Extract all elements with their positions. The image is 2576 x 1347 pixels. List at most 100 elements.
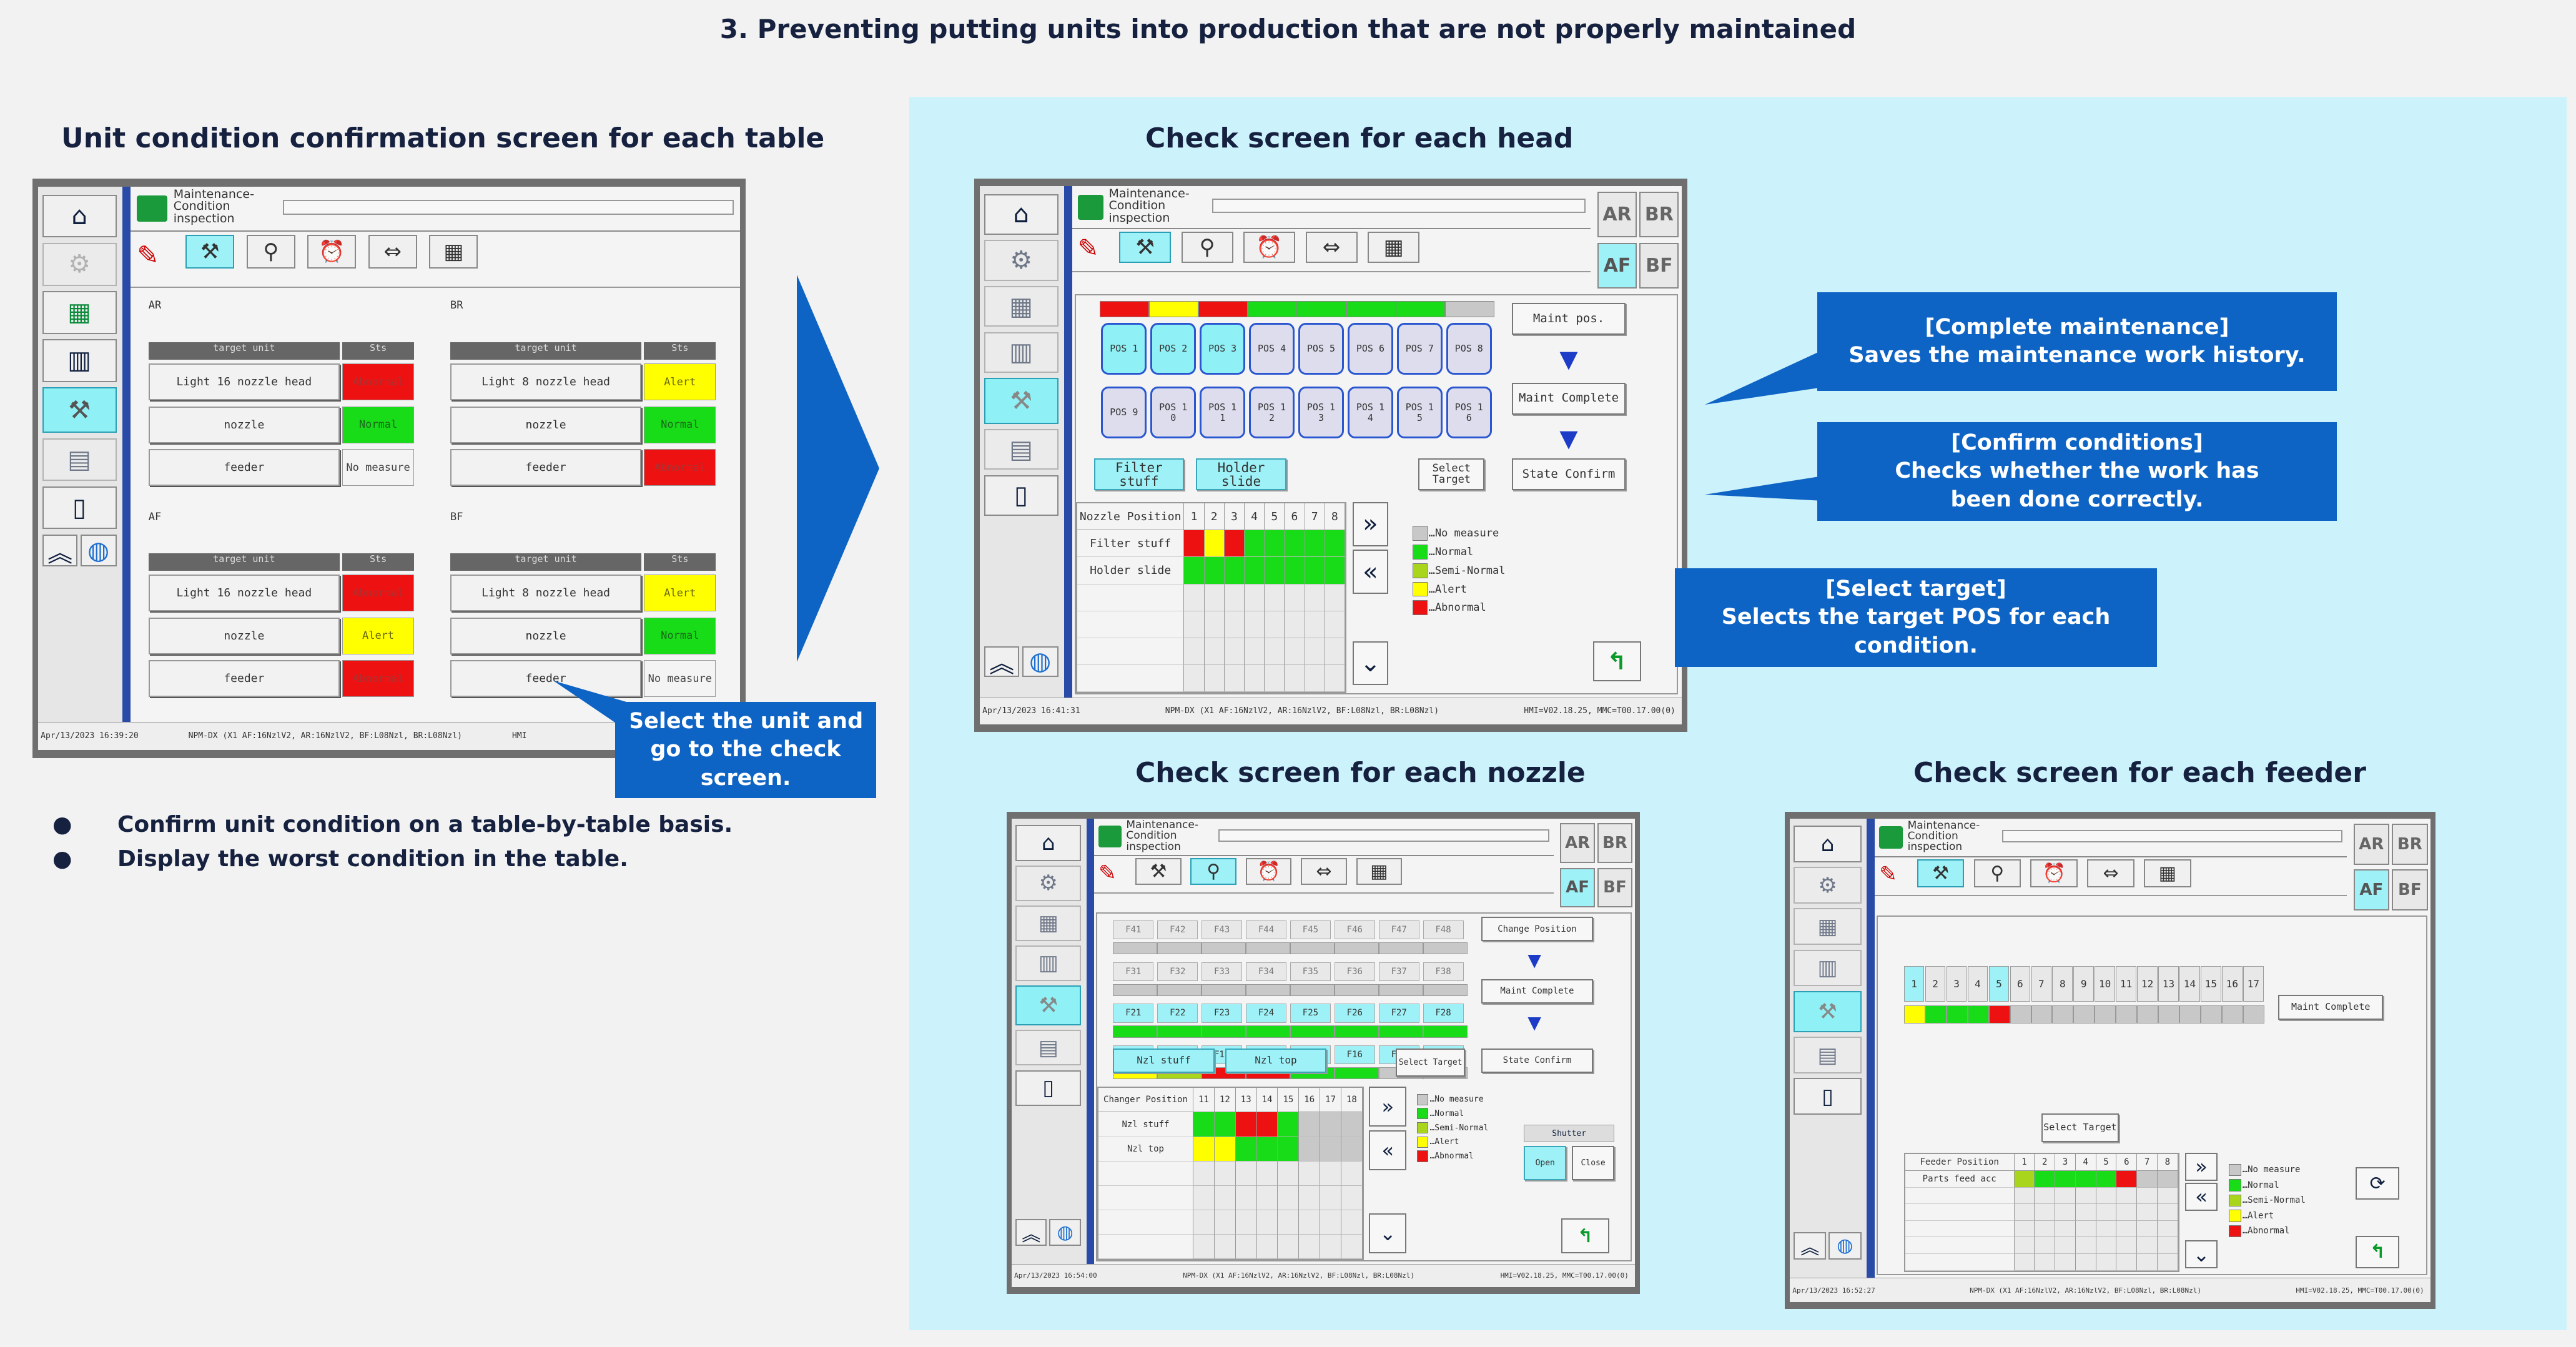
feeder-slot-button[interactable]: 16 [2222, 965, 2243, 1002]
grid-cell[interactable] [1285, 557, 1305, 585]
shutter-close-button[interactable]: Close [1571, 1145, 1615, 1181]
grid-cell[interactable] [1193, 1112, 1215, 1137]
nozzle-slot-button[interactable]: F45 [1290, 920, 1331, 940]
grid-cell[interactable] [2035, 1220, 2056, 1238]
grid-cell[interactable] [1305, 584, 1325, 611]
grid-cell[interactable] [1305, 530, 1325, 558]
grid-cell[interactable] [1256, 1112, 1278, 1137]
feeder-slot-button[interactable]: 7 [2031, 965, 2052, 1002]
state-confirm-button[interactable]: State Confirm [1481, 1048, 1594, 1073]
grid-cell[interactable] [2137, 1187, 2158, 1205]
pos-button[interactable]: POS 8 [1446, 323, 1492, 375]
grid-cell[interactable] [1320, 1112, 1341, 1137]
grid-cell[interactable] [2096, 1253, 2117, 1271]
scroll-up-button[interactable]: ︽ [1015, 1219, 1047, 1246]
grid-cell[interactable] [2014, 1170, 2035, 1188]
grid-cell[interactable] [1245, 530, 1265, 558]
scroll-right-button[interactable]: » [2184, 1153, 2218, 1181]
tab-feeder[interactable]: ⇔ [368, 234, 417, 269]
nozzle-slot-button[interactable]: F27 [1378, 1004, 1419, 1023]
language-button[interactable]: ◍ [1049, 1219, 1082, 1246]
grid-cell[interactable] [1204, 638, 1225, 666]
maint-complete-button[interactable]: Maint Complete [1511, 382, 1626, 415]
area-button-af[interactable]: AF [2353, 869, 2390, 911]
change-position-button[interactable]: Change Position [1481, 917, 1594, 942]
grid-cell[interactable] [1325, 584, 1345, 611]
grid-cell[interactable] [1299, 1185, 1321, 1210]
grid-cell[interactable] [1235, 1234, 1257, 1259]
nozzle-slot-button[interactable]: F46 [1334, 920, 1375, 940]
grid-cell[interactable] [2014, 1237, 2035, 1254]
feeder-slot-button[interactable]: 12 [2137, 965, 2158, 1002]
grid-cell[interactable] [1256, 1234, 1278, 1259]
grid-cell[interactable] [2075, 1237, 2096, 1254]
scroll-left-button[interactable]: « [1369, 1130, 1407, 1170]
tab-nozzle[interactable]: ⚲ [1973, 859, 2021, 887]
unit-row-button[interactable]: Light 16 nozzle head [148, 363, 340, 401]
grid-cell[interactable] [2157, 1220, 2178, 1238]
grid-cell[interactable] [1299, 1210, 1321, 1235]
grid-cell[interactable] [1184, 584, 1205, 611]
grid-cell[interactable] [1224, 530, 1245, 558]
grid-cell[interactable] [1235, 1185, 1257, 1210]
grid-cell[interactable] [1224, 611, 1245, 638]
nozzle-slot-button[interactable]: F26 [1334, 1004, 1375, 1023]
grid-cell[interactable] [2075, 1253, 2096, 1271]
maintenance-menu-button[interactable]: ⚒ [1794, 990, 1862, 1032]
feeder-slot-button[interactable]: 14 [2179, 965, 2200, 1002]
board-menu-button[interactable]: ▦ [1794, 908, 1862, 945]
nzl-stuff-button[interactable]: Nzl stuff [1113, 1048, 1215, 1073]
grid-cell[interactable] [2137, 1204, 2158, 1221]
grid-cell[interactable] [2096, 1220, 2117, 1238]
grid-cell[interactable] [2116, 1187, 2138, 1205]
grid-cell[interactable] [1214, 1112, 1236, 1137]
grid-cell[interactable] [1235, 1210, 1257, 1235]
home-button[interactable]: ⌂ [42, 194, 117, 238]
unit-row-button[interactable]: nozzle [450, 617, 642, 654]
nozzle-slot-button[interactable]: F36 [1334, 962, 1375, 982]
grid-cell[interactable] [2075, 1204, 2096, 1221]
grid-cell[interactable] [1325, 665, 1345, 693]
return-button[interactable]: ↰ [1592, 641, 1641, 682]
grid-cell[interactable] [1278, 1112, 1300, 1137]
area-button-af[interactable]: AF [1597, 242, 1637, 289]
grid-cell[interactable] [1325, 611, 1345, 638]
feeder-slot-button[interactable]: 13 [2158, 965, 2179, 1002]
pos-button[interactable]: POS 10 [1150, 387, 1197, 439]
area-button-br[interactable]: BR [1639, 192, 1679, 238]
grid-cell[interactable] [1204, 665, 1225, 693]
grid-cell[interactable] [1285, 530, 1305, 558]
grid-cell[interactable] [2157, 1237, 2178, 1254]
select-target-button[interactable]: Select Target [1396, 1048, 1466, 1077]
nozzle-slot-button[interactable]: F34 [1246, 962, 1286, 982]
nozzle-slot-button[interactable]: F35 [1290, 962, 1331, 982]
nozzle-slot-button[interactable]: F31 [1113, 962, 1154, 982]
feeder-slot-button[interactable]: 4 [1967, 965, 1988, 1002]
chart-menu-button[interactable]: ▥ [984, 332, 1059, 373]
grid-cell[interactable] [1325, 557, 1345, 585]
nozzle-slot-button[interactable]: F44 [1246, 920, 1286, 940]
grid-cell[interactable] [2116, 1220, 2138, 1238]
grid-cell[interactable] [1193, 1234, 1215, 1259]
grid-cell[interactable] [1325, 638, 1345, 666]
grid-cell[interactable] [1193, 1210, 1215, 1235]
grid-cell[interactable] [1204, 611, 1225, 638]
grid-cell[interactable] [1325, 530, 1345, 558]
grid-cell[interactable] [1320, 1161, 1341, 1186]
shutter-open-button[interactable]: Open [1524, 1145, 1567, 1181]
grid-cell[interactable] [1299, 1161, 1321, 1186]
grid-cell[interactable] [1224, 557, 1245, 585]
grid-cell[interactable] [1265, 530, 1285, 558]
pos-button[interactable]: POS 7 [1396, 323, 1443, 375]
grid-cell[interactable] [2096, 1204, 2117, 1221]
grid-cell[interactable] [2137, 1170, 2158, 1188]
language-button[interactable]: ◍ [1022, 646, 1059, 677]
grid-cell[interactable] [1305, 557, 1325, 585]
grid-cell[interactable] [2014, 1204, 2035, 1221]
grid-cell[interactable] [1245, 665, 1265, 693]
grid-cell[interactable] [1184, 557, 1205, 585]
grid-cell[interactable] [1193, 1161, 1215, 1186]
grid-cell[interactable] [1341, 1137, 1363, 1162]
machine-menu-button[interactable]: ▯ [1794, 1078, 1862, 1115]
area-button-ar[interactable]: AR [1597, 192, 1637, 238]
